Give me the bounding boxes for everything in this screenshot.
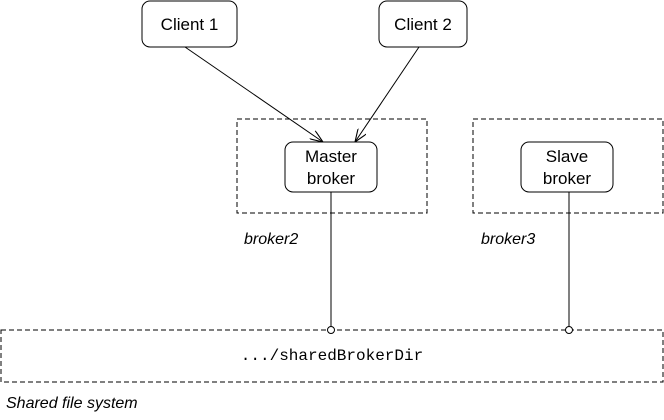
master-broker-label-line2: broker: [307, 169, 356, 188]
master-storage-connector: [327, 326, 335, 334]
edge-client2-to-master: [355, 46, 420, 142]
client2-node: Client 2: [378, 0, 468, 48]
slave-storage-connector: [565, 326, 573, 334]
shared-broker-dir-path: .../sharedBrokerDir: [241, 347, 423, 365]
slave-broker-node: Slave broker: [520, 141, 614, 193]
shared-file-system-caption: Shared file system: [6, 395, 138, 412]
broker2-group-box: [236, 118, 428, 214]
slave-broker-label-line2: broker: [543, 169, 592, 188]
edge-client1-to-master: [184, 46, 323, 142]
master-broker-label-line1: Master: [305, 147, 357, 166]
slave-broker-label-line1: Slave: [546, 147, 589, 166]
broker3-group-label: broker3: [481, 231, 535, 248]
client2-label: Client 2: [394, 15, 452, 34]
client1-node: Client 1: [141, 0, 238, 48]
broker3-group-box: [472, 118, 664, 214]
client1-label: Client 1: [161, 15, 219, 34]
master-broker-node: Master broker: [284, 141, 378, 193]
broker2-group-label: broker2: [244, 231, 298, 248]
